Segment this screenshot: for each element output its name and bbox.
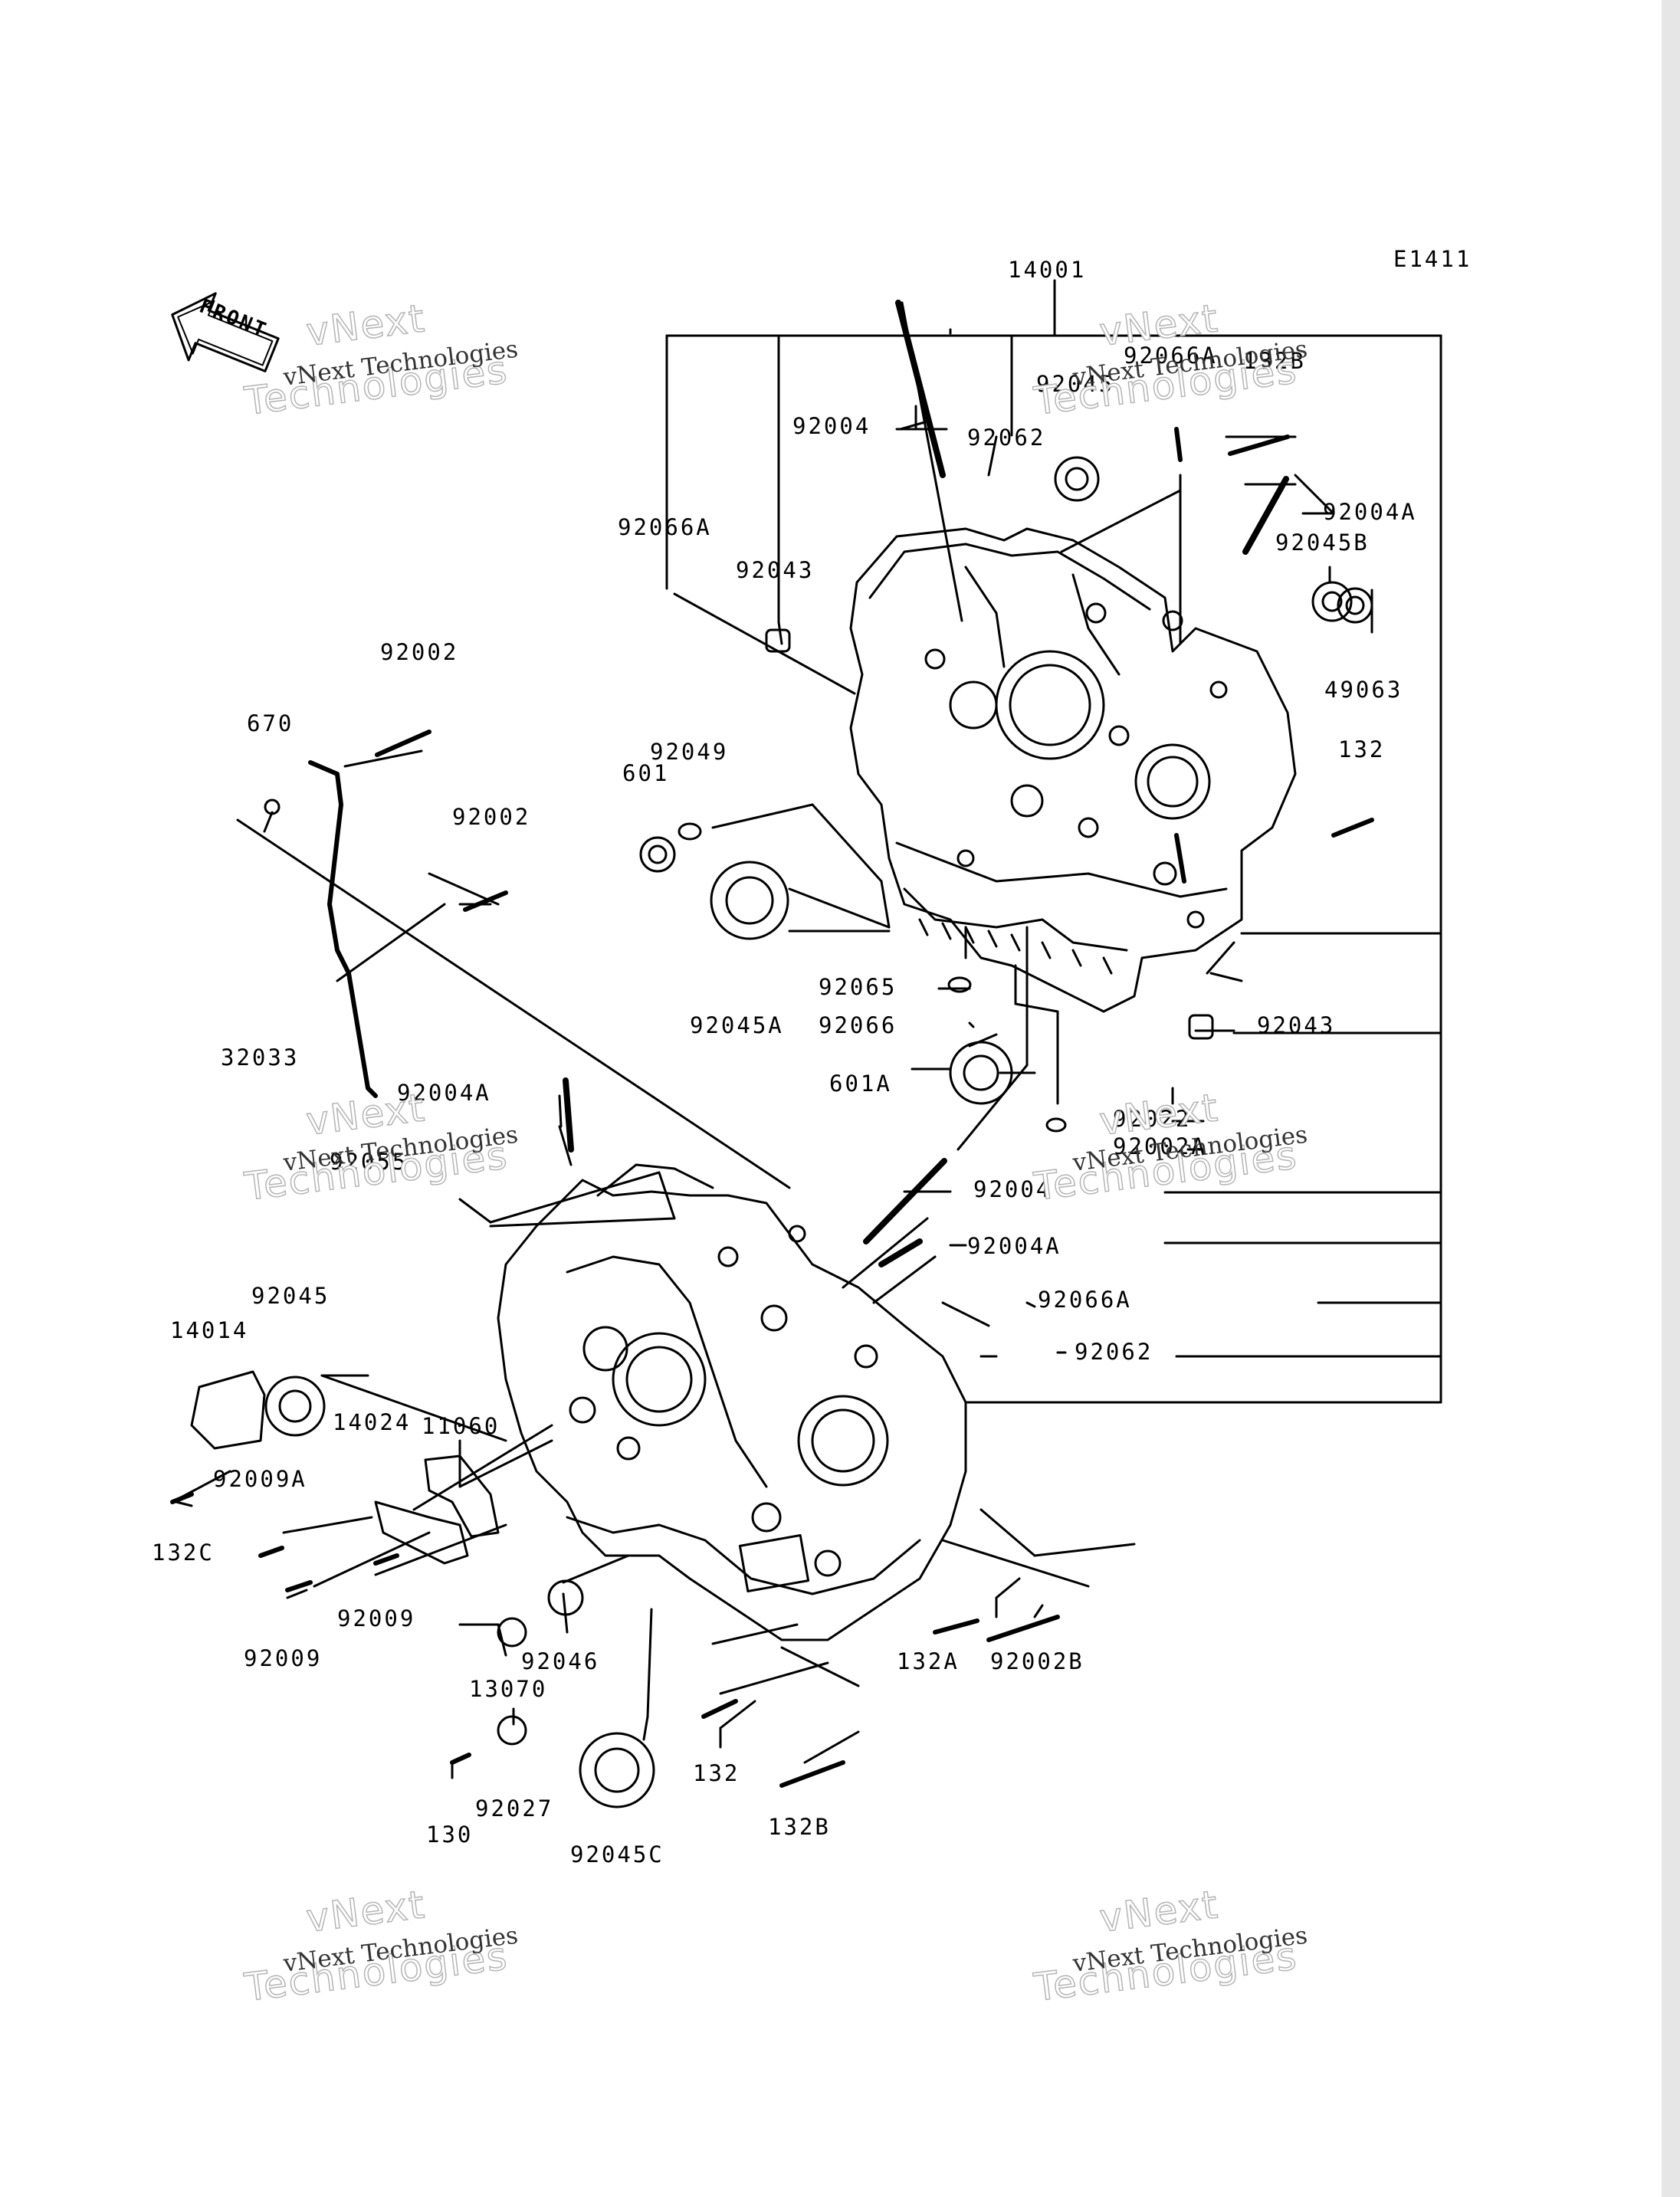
part-label-92066a: 92066A — [1124, 343, 1218, 369]
small-parts — [170, 300, 1374, 1808]
part-label-92004: 92004 — [792, 413, 871, 439]
part-label-132b: 132B — [1243, 348, 1306, 374]
leader-lines — [171, 301, 1373, 1779]
page-edge — [1662, 0, 1680, 2197]
part-label-32033: 32033 — [221, 1044, 300, 1071]
part-label-92066a-left: 92066A — [618, 514, 712, 540]
part-label-92066a-low: 92066A — [1038, 1287, 1132, 1313]
part-label-11060: 11060 — [422, 1413, 500, 1439]
part-label-92065: 92065 — [819, 974, 897, 1000]
part-label-92022: 92022 — [1113, 1106, 1192, 1132]
part-label-92055: 92055 — [330, 1149, 409, 1175]
part-label-49063: 49063 — [1324, 677, 1403, 703]
part-label-132: 132 — [1338, 736, 1386, 762]
part-label-92004a-mid: 92004A — [397, 1080, 491, 1106]
part-label-92066: 92066 — [819, 1012, 897, 1038]
part-label-92049: 92049 — [650, 739, 729, 765]
part-label-92045a: 92045A — [690, 1012, 784, 1038]
part-label-92002-b: 92002 — [452, 804, 531, 830]
part-label-92002: 92002 — [380, 639, 459, 665]
part-label-601a: 601A — [829, 1071, 892, 1097]
part-label-92009-b: 92009 — [244, 1645, 323, 1671]
part-label-670: 670 — [247, 710, 294, 736]
part-label-92045b: 92045B — [1275, 530, 1370, 556]
part-label-92002b: 92002B — [990, 1648, 1084, 1674]
part-label-92062-low: 92062 — [1075, 1339, 1153, 1365]
part-label-13070: 13070 — [469, 1676, 548, 1702]
part-label-14001: 14001 — [1008, 257, 1087, 283]
part-label-601: 601 — [622, 760, 670, 786]
part-label-92004a-low: 92004A — [967, 1233, 1061, 1259]
upper-crankcase-half — [849, 527, 1297, 1013]
diagram-code: E1411 — [1393, 246, 1472, 272]
part-label-132c: 132C — [152, 1540, 215, 1566]
part-label-92062: 92062 — [967, 425, 1046, 451]
lower-crankcase-half — [497, 1163, 967, 1641]
part-label-92045c: 92045C — [570, 1841, 664, 1867]
part-label-132-low: 132 — [693, 1760, 740, 1786]
part-label-92002a: 92002A — [1113, 1133, 1207, 1159]
part-label-92045: 92045 — [1036, 371, 1115, 397]
part-label-92043-right: 92043 — [1257, 1012, 1336, 1038]
part-label-14024: 14024 — [333, 1409, 412, 1435]
part-label-92009a: 92009A — [213, 1466, 307, 1492]
part-label-92027: 92027 — [475, 1795, 554, 1822]
assembly-bracket-14001 — [665, 279, 1442, 1404]
part-label-92046: 92046 — [521, 1648, 600, 1674]
part-label-130: 130 — [426, 1822, 474, 1848]
part-label-132a: 132A — [897, 1648, 960, 1674]
part-label-92043: 92043 — [736, 557, 815, 583]
part-label-92009: 92009 — [337, 1605, 416, 1631]
front-arrow-icon — [171, 292, 280, 372]
part-label-92045-left: 92045 — [251, 1283, 330, 1309]
part-label-92004a: 92004A — [1323, 499, 1417, 525]
part-label-92004-mid: 92004 — [973, 1176, 1052, 1202]
part-label-132b-low: 132B — [768, 1814, 831, 1840]
part-label-14014: 14014 — [170, 1317, 249, 1343]
